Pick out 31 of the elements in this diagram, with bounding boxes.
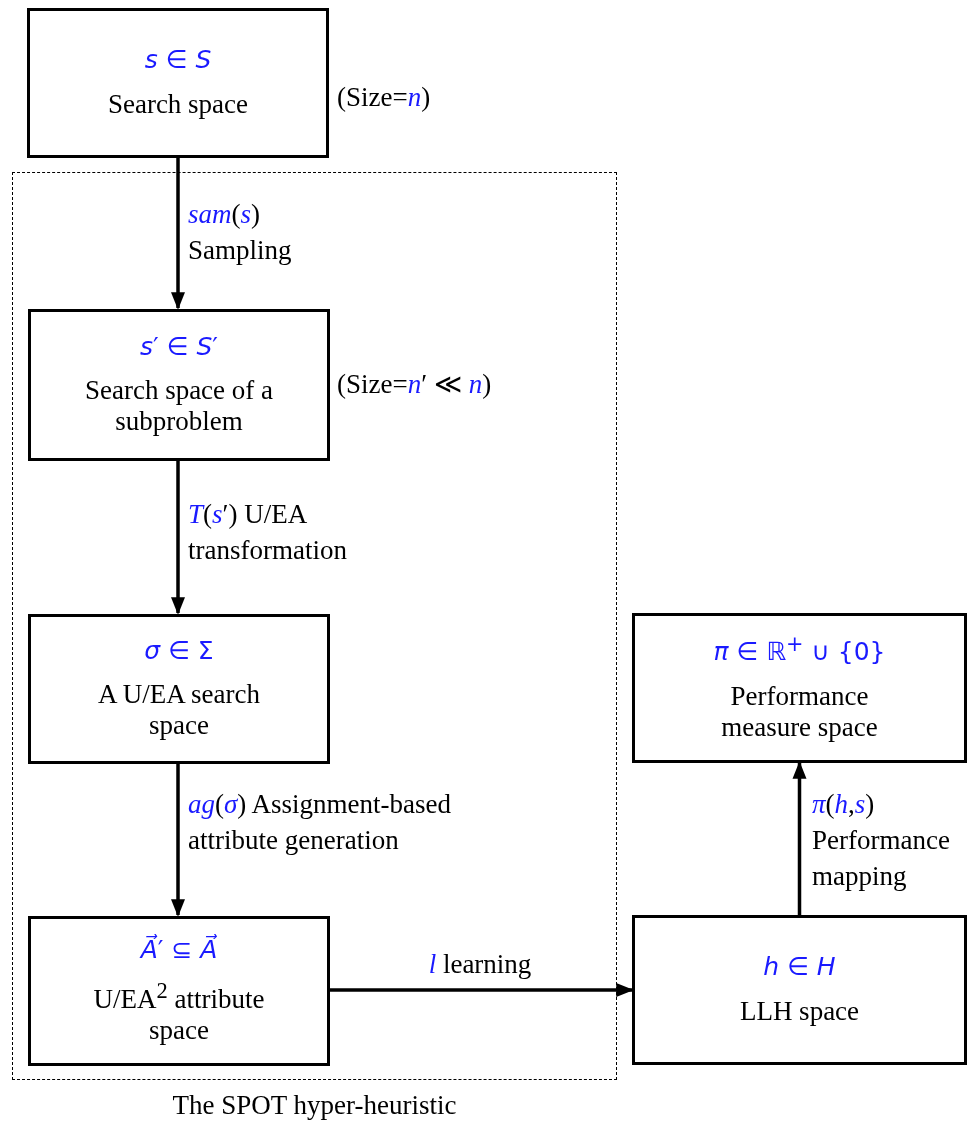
arrow <box>171 460 185 615</box>
group-title: The SPOT hyper-heuristic <box>171 1090 458 1121</box>
edge-label: l learning <box>427 948 533 981</box>
size-note: (Size=n′ ≪ n) <box>337 368 492 400</box>
size-note: (Size=n) <box>337 82 431 113</box>
process-box <box>28 916 330 1066</box>
formula-text: A⃗′ ⊆ A⃗ <box>140 935 218 965</box>
process-box <box>27 8 329 158</box>
formula-text: σ ∈ Σ <box>144 636 214 666</box>
arrow <box>171 158 185 310</box>
process-box <box>28 614 330 764</box>
formula-text: s′ ∈ S′ <box>140 332 218 362</box>
edge-label: sam(s) Sampling <box>188 198 293 267</box>
arrow <box>792 761 807 915</box>
box-label: U/EA$^{2}$ attribute space <box>92 978 266 1047</box>
process-box <box>632 613 967 763</box>
edge-label: T(s′) U/EA transformation <box>188 498 348 567</box>
arrow <box>171 763 185 917</box>
box-label: Search space of a subproblem <box>83 375 275 438</box>
box-label: Search space <box>107 88 249 120</box>
process-box <box>28 309 330 461</box>
formula-text: h ∈ H <box>763 953 836 982</box>
box-label: Performance measure space <box>720 681 879 744</box>
box-label: LLH space <box>739 995 860 1027</box>
process-box <box>632 915 967 1065</box>
box-label: A U/EA search space <box>97 679 261 742</box>
edge-label: ag(σ) Assignment-based attribute generation <box>188 788 453 857</box>
formula-text: s ∈ S <box>144 46 212 75</box>
arrow <box>329 983 634 997</box>
formula-text: π ∈ ℝ$^{+}$ ∪ {0} <box>713 632 886 667</box>
edge-label: π(h,s) Performance mapping <box>812 788 951 893</box>
